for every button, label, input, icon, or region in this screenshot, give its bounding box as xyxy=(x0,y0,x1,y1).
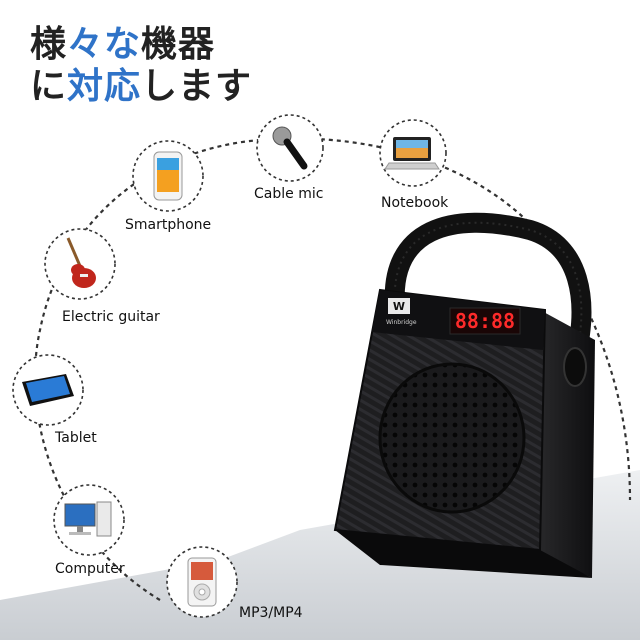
headline-text: 機器 xyxy=(141,24,216,65)
headline-text: 様 xyxy=(30,24,68,65)
desktop-computer-icon xyxy=(53,484,125,556)
side-knob xyxy=(563,347,587,387)
device-label-cable-mic: Cable mic xyxy=(254,186,324,202)
device-label-mp3-mp4: MP3/MP4 xyxy=(239,605,303,621)
headline-accent-text: 々な xyxy=(67,24,142,65)
brand-badge-text: W xyxy=(393,300,405,313)
laptop-icon xyxy=(379,119,447,187)
headline: 様々な機器 に対応します xyxy=(30,24,252,109)
microphone-icon xyxy=(256,114,324,182)
mp3-player-icon xyxy=(166,546,238,618)
device-label-electric-guitar: Electric guitar xyxy=(62,309,160,325)
led-display: 88:88 xyxy=(455,309,515,333)
speaker-grille xyxy=(378,362,526,514)
brand-logo-icon xyxy=(388,298,410,314)
brand-name-text: Winbridge xyxy=(386,319,417,326)
headline-text: します xyxy=(141,66,253,108)
device-label-tablet: Tablet xyxy=(55,430,97,446)
headline-line-2: に対応します xyxy=(30,66,252,108)
smartphone-icon xyxy=(132,140,204,212)
headline-text: に xyxy=(30,66,68,108)
headline-accent-text: 対応 xyxy=(67,66,142,108)
tablet-icon xyxy=(12,354,84,426)
device-label-smartphone: Smartphone xyxy=(125,217,212,233)
portable-speaker: W Winbridge 88:88 xyxy=(333,212,595,578)
device-label-computer: Computer xyxy=(55,561,125,577)
headline-line-1: 様々な機器 xyxy=(30,24,252,66)
guitar-icon xyxy=(44,228,116,300)
device-label-notebook: Notebook xyxy=(381,195,449,211)
